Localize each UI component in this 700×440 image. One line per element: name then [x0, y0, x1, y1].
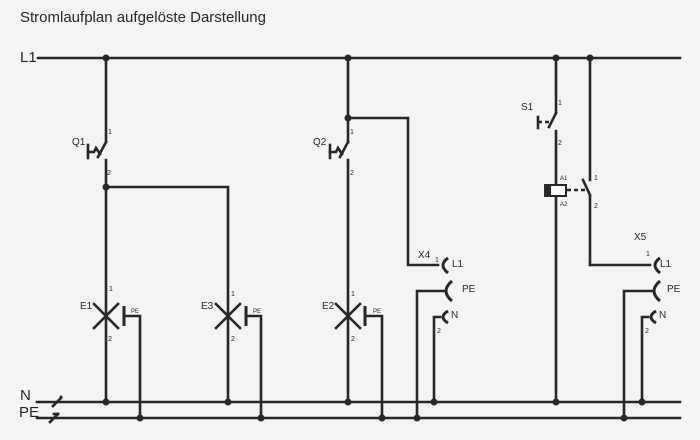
q1-label: Q1 — [72, 137, 86, 148]
k-terminal-2: 2 — [594, 203, 598, 210]
e3-pe-label: PE — [253, 309, 261, 315]
x5-l1-label: L1 — [660, 259, 672, 270]
e2-terminal-1: 1 — [351, 291, 355, 298]
e3-label: E3 — [201, 301, 214, 312]
x4-l1-label: L1 — [452, 259, 464, 270]
lamp-e2: E2 1 2 PE — [322, 291, 384, 420]
x4-n-label: N — [451, 310, 458, 321]
l1-label: L1 — [20, 49, 37, 66]
branch-q1: Q1 1 2 E1 1 2 PE E3 1 2 PE — [72, 54, 265, 422]
e1-terminal-2: 2 — [108, 336, 112, 343]
branch-s1: S1 1 2 A1 A2 1 2 X5 1 L1 PE N 2 — [521, 54, 681, 422]
pe-rail: PE — [19, 404, 682, 424]
s1-terminal-1: 1 — [558, 100, 562, 107]
coil-a2-label: A2 — [560, 202, 568, 208]
q1-terminal-2: 2 — [107, 170, 111, 177]
e2-label: E2 — [322, 301, 335, 312]
x5-terminal-1: 1 — [646, 251, 650, 258]
x4-terminal-2: 2 — [437, 328, 441, 335]
n-rail: N — [20, 387, 682, 408]
socket-x4: X4 1 L1 PE N 2 — [415, 250, 476, 420]
e1-label: E1 — [80, 301, 93, 312]
l1-rail: L1 — [20, 49, 682, 66]
q2-terminal-2: 2 — [350, 170, 354, 177]
diagram-title: Stromlaufplan aufgelöste Darstellung — [20, 9, 266, 26]
q2-label: Q2 — [313, 137, 327, 148]
e1-pe-label: PE — [131, 309, 139, 315]
x4-pe-label: PE — [462, 284, 476, 295]
e2-pe-label: PE — [373, 309, 381, 315]
x5-pe-label: PE — [667, 284, 681, 295]
lamp-e1: E1 1 2 PE — [80, 286, 142, 420]
e2-terminal-2: 2 — [351, 336, 355, 343]
branch-q2: Q2 1 2 E2 1 2 PE X4 1 L1 PE N 2 — [313, 54, 476, 422]
k-terminal-1: 1 — [594, 175, 598, 182]
pe-label: PE — [19, 404, 39, 421]
x5-terminal-2: 2 — [645, 328, 649, 335]
e1-terminal-1: 1 — [109, 286, 113, 293]
n-label: N — [20, 387, 31, 404]
coil-a1-label: A1 — [560, 176, 568, 182]
s1-label: S1 — [521, 102, 534, 113]
socket-x5: X5 1 L1 PE N 2 — [622, 232, 681, 420]
lamp-e3: E3 1 2 PE — [201, 291, 263, 420]
x4-terminal-1: 1 — [435, 257, 439, 264]
x5-label: X5 — [634, 232, 647, 243]
q1-terminal-1: 1 — [108, 129, 112, 136]
x4-label: X4 — [418, 250, 431, 261]
x5-n-label: N — [659, 310, 666, 321]
e3-terminal-2: 2 — [231, 336, 235, 343]
e3-terminal-1: 1 — [231, 291, 235, 298]
q2-terminal-1: 1 — [350, 129, 354, 136]
s1-terminal-2: 2 — [558, 140, 562, 147]
relay-coil: A1 A2 — [544, 176, 585, 208]
